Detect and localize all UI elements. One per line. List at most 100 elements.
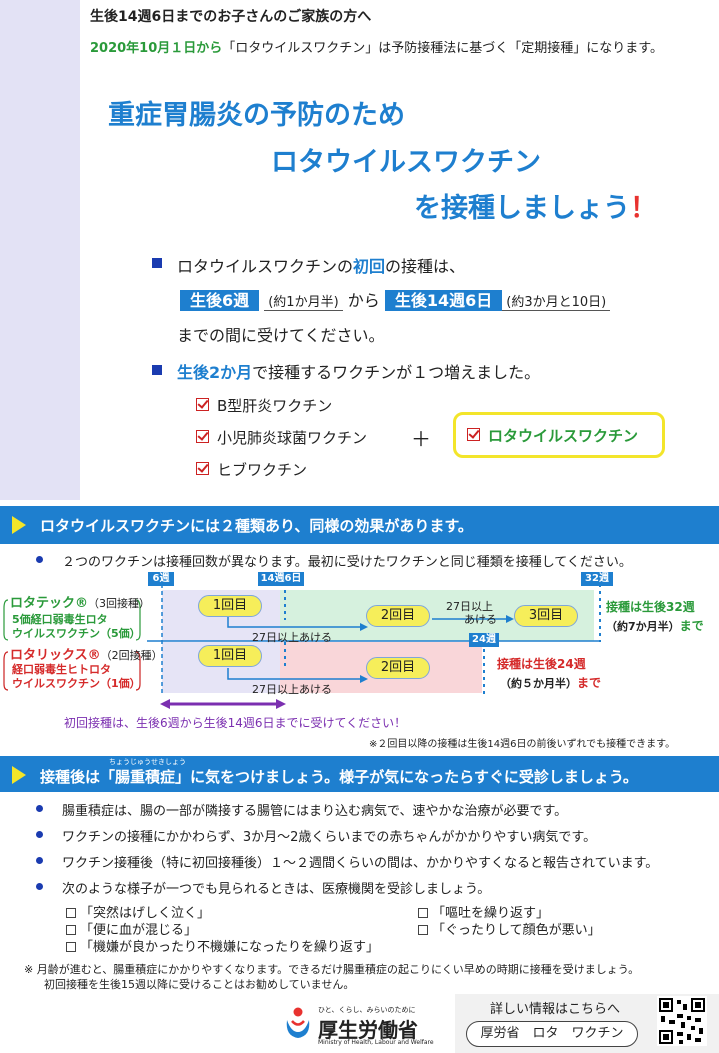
- title-line3: を接種しましょう！: [414, 193, 657, 224]
- rotarix-dose1: 1回目: [198, 645, 262, 667]
- first-dose-line2: 生後6週 (約1か月半) から 生後14週6日(約3か月と10日): [180, 287, 611, 311]
- first-dose-highlight: 初回: [353, 257, 386, 276]
- bullet-dot-icon: [36, 883, 43, 890]
- bullet-square-icon: [152, 258, 162, 268]
- rotateq-dose3: 3回目: [514, 605, 578, 627]
- notice-line: 2020年10月１日から「ロタウイルスワクチン」は予防接種法に基づく「定期接種」…: [90, 37, 663, 56]
- section2-title: 接種後は「ちょうじゅうせきしょう腸重積症」に気をつけましょう。様子が気になったら…: [40, 758, 638, 786]
- more-info-label: 詳しい情報はこちらへ: [490, 1002, 621, 1017]
- rotateq-deadline-approx: （約7か月半）: [606, 620, 680, 633]
- rotarix-bracket-left: [3, 651, 9, 691]
- week24-label: 24週: [469, 633, 499, 647]
- rotarix-bracket-right: [135, 651, 141, 691]
- title-exclaim: ！: [630, 193, 657, 224]
- bullet-square-icon: [152, 365, 162, 375]
- week32-label: 32週: [581, 572, 613, 586]
- rotateq-bracket-right: [135, 599, 141, 641]
- rotateq-dose1: 1回目: [198, 595, 262, 617]
- rotateq-name: ロタテック®: [10, 596, 89, 611]
- section1-footnote: ※２回目以降の接種は生後14週6日の前後いずれでも接種できます。: [369, 739, 676, 750]
- rotateq-deadline-row: （約7か月半）まで: [606, 615, 704, 634]
- rotarix-deadline-made: まで: [577, 676, 602, 690]
- rotarix-gap1: 27日以上あける: [252, 683, 332, 696]
- vaccine-hib: ヒブワクチン: [217, 461, 308, 479]
- logo-tagline: ひと、くらし、みらいのために: [318, 1006, 416, 1014]
- from-week-box: 生後6週: [180, 290, 260, 311]
- vaccine-pneumococcal: 小児肺炎球菌ワクチン: [217, 429, 368, 447]
- rotateq-deadline: 接種は生後32週: [606, 600, 695, 614]
- arrowhead-icon: [360, 623, 368, 631]
- rotarix-desc1: 経口弱毒生ヒトロタ: [12, 663, 111, 676]
- rotarix-deadline-approx: （約５か月半）: [500, 677, 577, 690]
- bullet-dot-icon: [36, 831, 43, 838]
- bullet-dot-icon: [36, 857, 43, 864]
- symptom-left-1: 「突然はげしく泣く」: [66, 902, 210, 921]
- two-month-highlight: 生後2か月: [177, 363, 253, 382]
- section1-band: ロタウイルスワクチンには２種類あり、同様の効果があります。: [0, 506, 719, 544]
- rotateq-desc2: ウイルスワクチン（5価）: [12, 627, 141, 640]
- rotateq-gap2b: あける: [464, 613, 497, 626]
- audience-heading: 生後14週6日までのお子さんのご家族の方へ: [90, 9, 372, 25]
- arrowhead-icon: [160, 699, 170, 709]
- title-line1: 重症胃腸炎の予防のため: [108, 100, 405, 131]
- arrowhead-icon: [506, 615, 514, 623]
- search-keyword-box[interactable]: 厚労省 ロタ ワクチン: [466, 1021, 638, 1047]
- logo-name: 厚生労働省: [318, 1018, 418, 1042]
- symptom-right-2: 「ぐったりして顔色が悪い」: [418, 919, 601, 938]
- rotateq-dose2: 2回目: [366, 605, 430, 627]
- rotateq-name-row: ロタテック®（3回接種）: [10, 592, 150, 611]
- section2-bullet-4: 次のような様子が一つでも見られるときは、医療機関を受診しましょう。: [62, 882, 491, 897]
- qr-code-icon[interactable]: [657, 996, 707, 1046]
- first-dose-note: 初回接種は、生後6週から生後14週6日までに受けてください！: [64, 716, 407, 730]
- arrowhead-icon: [276, 699, 286, 709]
- rotateq-deadline-made: まで: [679, 619, 704, 633]
- first-dose-line1: ロタウイルスワクチンの初回の接種は、: [177, 257, 466, 276]
- section2-title-word: ちょうじゅうせきしょう腸重積症: [109, 758, 187, 786]
- rotarix-count: （2回接種）: [100, 649, 163, 662]
- to-week-box: 生後14週6日: [384, 290, 503, 311]
- empty-checkbox-icon: [66, 925, 76, 935]
- title-line2: ロタウイルスワクチン: [271, 147, 541, 178]
- rotarix-arrow-1: [227, 668, 360, 680]
- vaccine-hepb: B型肝炎ワクチン: [217, 397, 333, 415]
- empty-checkbox-icon: [66, 942, 76, 952]
- checkbox-checked-icon: [196, 430, 209, 443]
- checkbox-checked-icon: [196, 398, 209, 411]
- symptom-right-1: 「嘔吐を繰り返す」: [418, 902, 549, 921]
- rotarix-dose2: 2回目: [366, 657, 430, 679]
- section1-title: ロタウイルスワクチンには２種類あり、同様の効果があります。: [40, 517, 473, 535]
- empty-checkbox-icon: [66, 908, 76, 918]
- triangle-arrow-icon: [12, 766, 26, 784]
- arrowhead-icon: [360, 675, 368, 683]
- section2-note2: 初回接種を生後15週以降に受けることはお勧めしていません。: [44, 978, 355, 991]
- logo-en: Ministry of Health, Labour and Welfare: [318, 1039, 434, 1046]
- from-approx: (約1か月半): [264, 295, 343, 311]
- rotateq-arrow-1: [227, 615, 360, 628]
- two-month-line: 生後2か月で接種するワクチンが１つ増えました。: [177, 363, 541, 382]
- week6-label: 6週: [148, 572, 174, 586]
- added-vaccine-label: ロタウイルスワクチン: [488, 427, 639, 445]
- section2-note1: ※ 月齢が進むと、腸重積症にかかりやすくなります。できるだけ腸重積症の起こりにく…: [24, 963, 640, 976]
- section2-bullet-1: 腸重積症は、腸の一部が隣接する腸管にはまり込む病気で、速やかな治療が必要です。: [62, 804, 568, 819]
- checkbox-checked-icon: [467, 428, 480, 441]
- rotateq-bracket-left: [3, 599, 9, 641]
- rotateq-gap2a: 27日以上: [446, 600, 493, 613]
- first-dose-line3: までの間に受けてください。: [177, 326, 385, 345]
- section2-band: 接種後は「ちょうじゅうせきしょう腸重積症」に気をつけましょう。様子が気になったら…: [0, 756, 719, 792]
- rotateq-gap1: 27日以上あける: [252, 631, 332, 644]
- rotarix-deadline: 接種は生後24週: [497, 657, 586, 671]
- added-vaccine-box: [453, 412, 665, 458]
- section2-bullet-3: ワクチン接種後（特に初回接種後）１〜２週間くらいの間は、かかりやすくなると報告さ…: [62, 856, 659, 871]
- section2-bullet-2: ワクチンの接種にかかわらず、3か月〜2歳くらいまでの赤ちゃんがかかりやすい病気で…: [62, 830, 597, 845]
- symptom-left-2: 「便に血が混じる」: [66, 919, 197, 938]
- symptom-left-3: 「機嫌が良かったり不機嫌になったりを繰り返す」: [66, 936, 379, 955]
- mhlw-logo-icon: [286, 1007, 310, 1038]
- rotateq-desc1: 5価経口弱毒生ロタ: [12, 613, 108, 626]
- rotarix-deadline-row: （約５か月半）まで: [500, 672, 601, 691]
- bullet-dot-icon: [36, 556, 43, 563]
- sidebar-strip: [0, 0, 80, 500]
- rotarix-name-row: ロタリックス®（2回接種）: [10, 644, 163, 663]
- from-word: から: [347, 291, 380, 310]
- triangle-arrow-icon: [12, 516, 26, 534]
- to-approx: (約3か月と10日): [502, 295, 611, 311]
